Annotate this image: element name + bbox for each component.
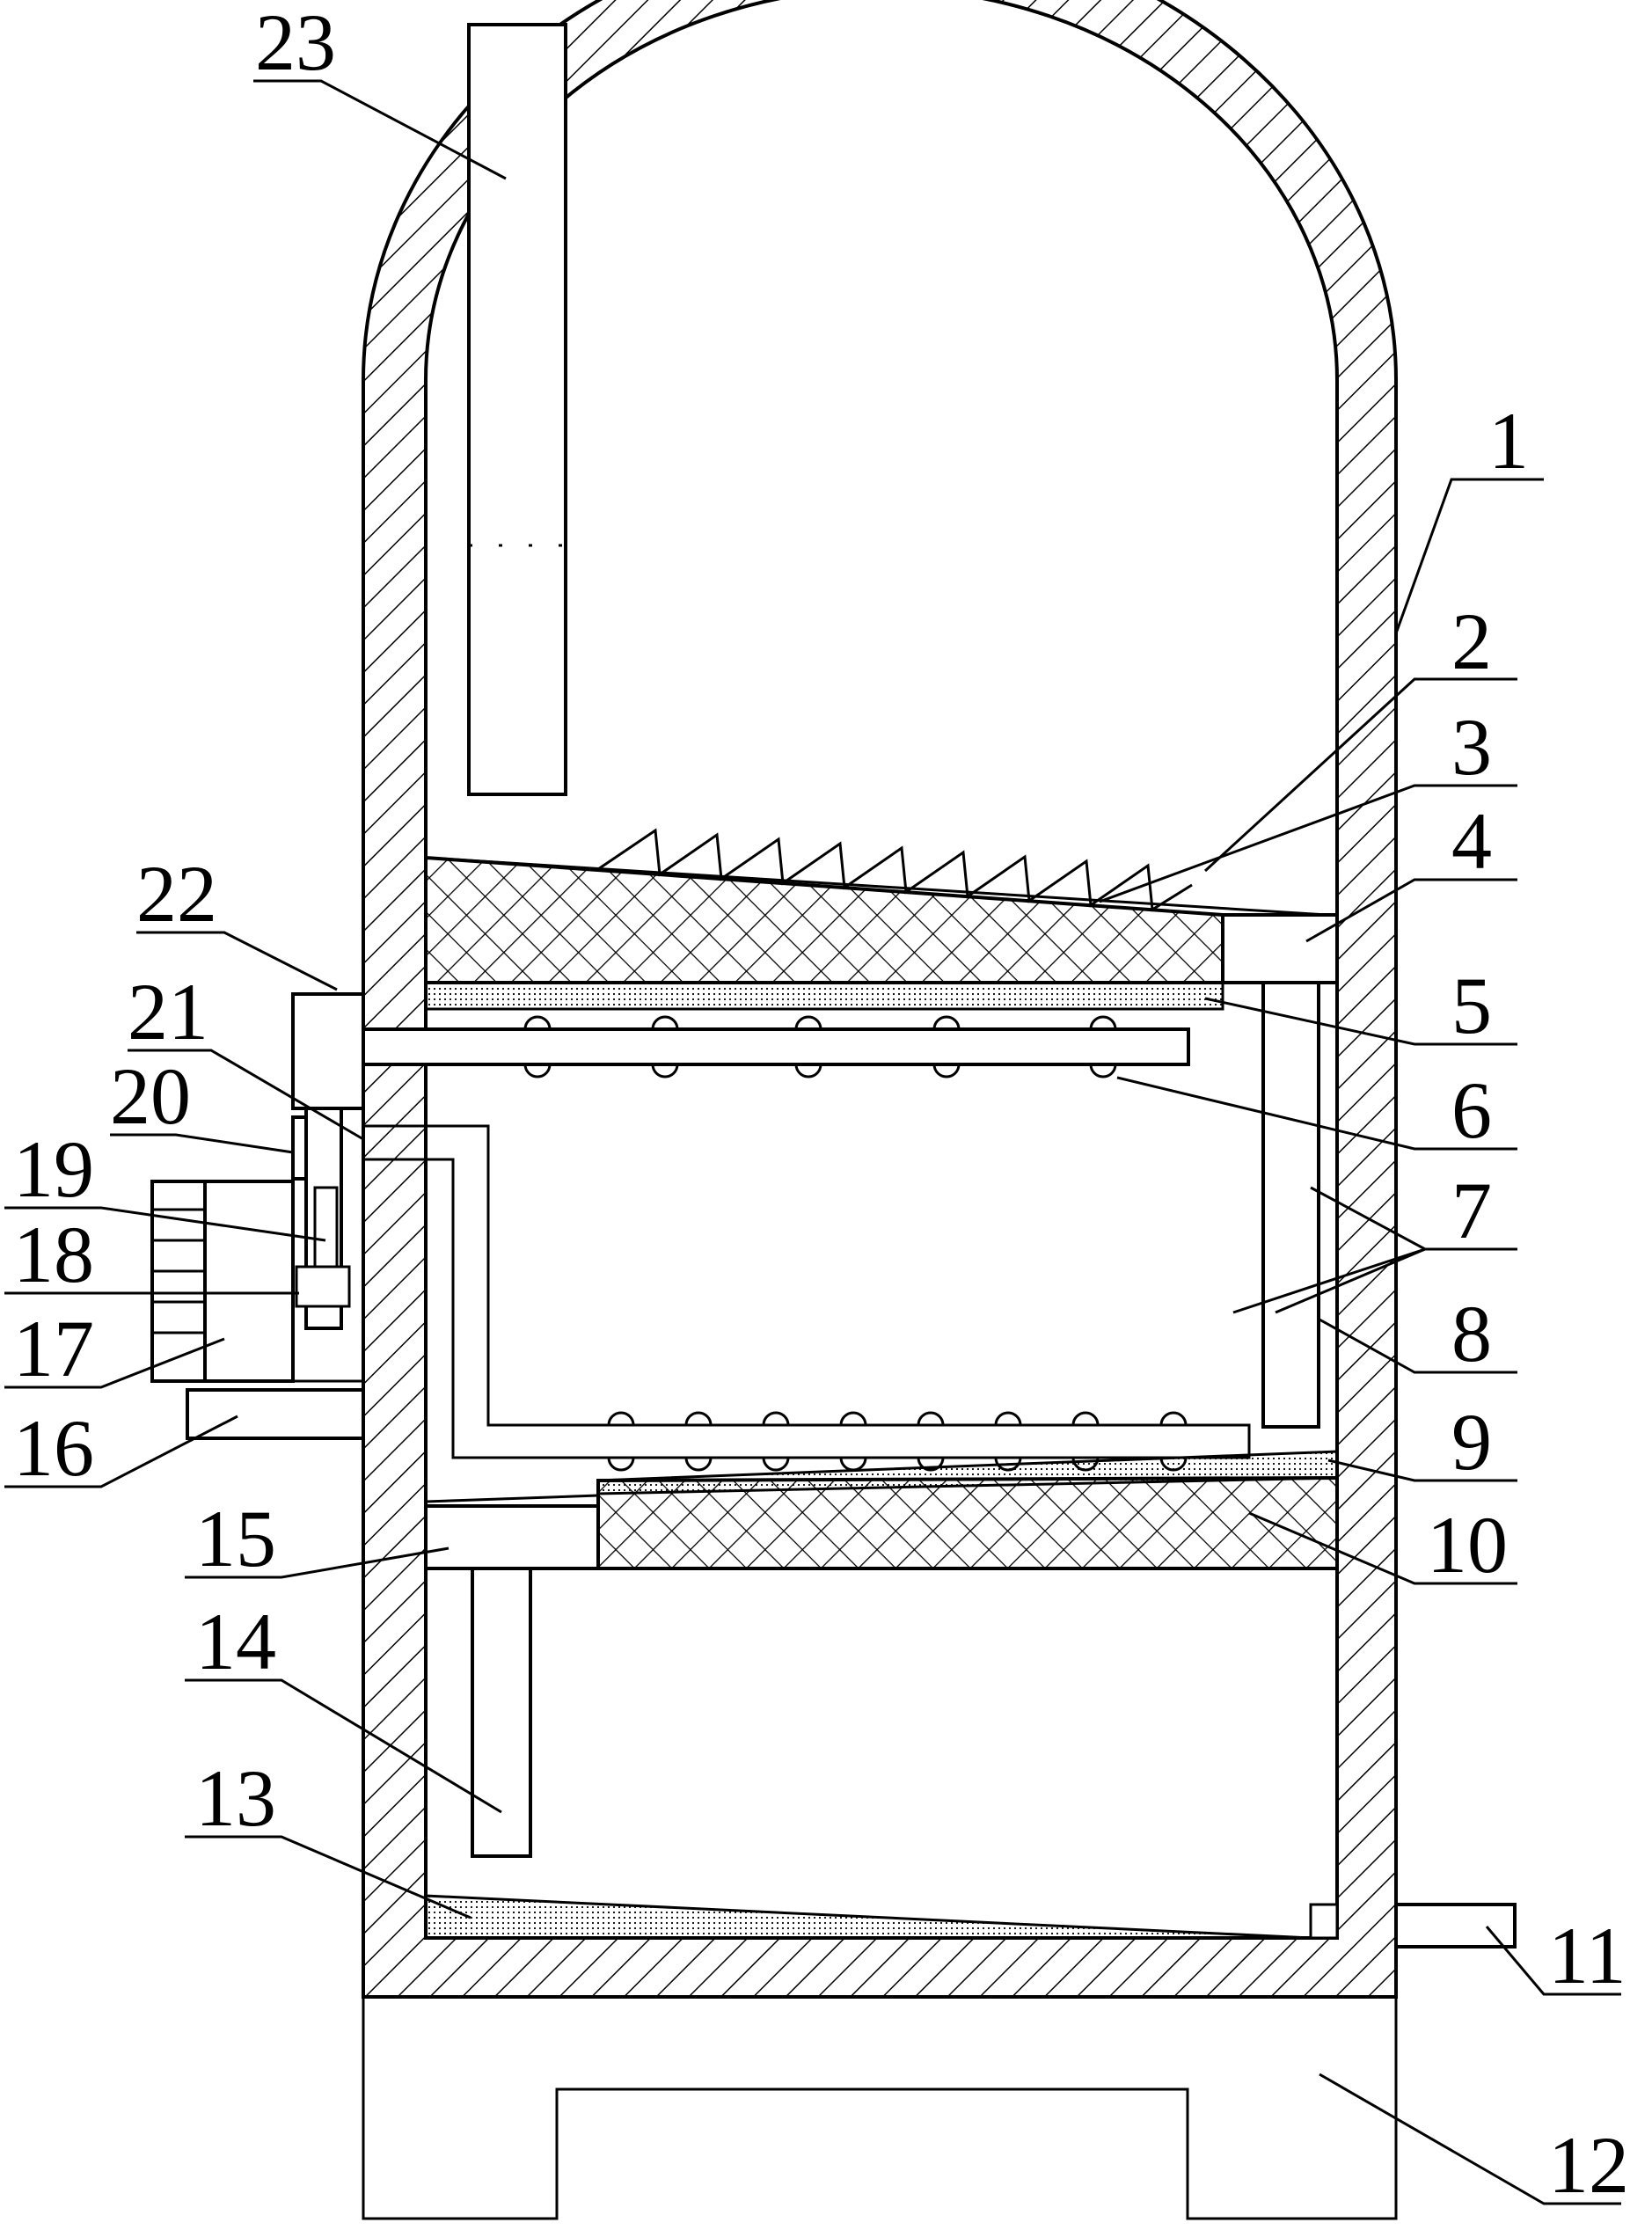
vertical-tube (467, 23, 567, 796)
sawtooth-plate (597, 828, 1193, 912)
lower-nozzles (607, 1411, 1188, 1472)
label-18: 18 (13, 1210, 94, 1299)
outlet-pipe (1394, 1903, 1517, 1949)
upper-filter-layer (424, 855, 1224, 984)
bottom-sediment-layer (424, 1894, 1312, 1940)
label-15: 15 (195, 1494, 276, 1583)
lower-vertical-tube (471, 1567, 532, 1858)
label-5: 5 (1451, 961, 1492, 1050)
label-11: 11 (1548, 1911, 1626, 2000)
base-stand (362, 1995, 1398, 2220)
l-shaped-pipe (363, 1124, 1251, 1459)
side-part-18 (295, 1265, 351, 1308)
label-1: 1 (1488, 396, 1529, 486)
label-14: 14 (195, 1597, 276, 1686)
label-9: 9 (1451, 1397, 1492, 1487)
label-23: 23 (255, 0, 336, 87)
support-block (1221, 913, 1339, 984)
motor-fin-lines (152, 1208, 205, 1334)
label-2: 2 (1451, 596, 1492, 686)
motor-fins (150, 1180, 207, 1383)
label-10: 10 (1427, 1500, 1508, 1590)
upper-spray-pipe (362, 1027, 1190, 1066)
label-7: 7 (1451, 1166, 1492, 1255)
lower-filter-layer (596, 1475, 1339, 1570)
motor-body-17 (203, 1180, 295, 1383)
label-22: 22 (136, 849, 217, 939)
left-plate (424, 1504, 600, 1570)
label-12: 12 (1548, 2120, 1629, 2210)
upper-nozzles (523, 1015, 1117, 1078)
label-19: 19 (13, 1124, 94, 1214)
label-16: 16 (13, 1403, 94, 1493)
label-21: 21 (128, 967, 208, 1057)
label-3: 3 (1451, 702, 1492, 792)
motor-mount-16 (186, 1388, 365, 1440)
label-4: 4 (1451, 796, 1492, 886)
label-6: 6 (1451, 1065, 1492, 1155)
upper-fine-layer (424, 981, 1224, 1011)
leader-lines (4, 79, 1621, 2205)
drain-block (1309, 1903, 1339, 1940)
label-13: 13 (195, 1753, 276, 1843)
right-vertical-column (1261, 981, 1320, 1429)
part-labels: 1 2 3 4 5 6 7 8 9 10 11 12 13 14 15 16 1… (13, 0, 1629, 2210)
label-8: 8 (1451, 1289, 1492, 1378)
label-17: 17 (13, 1304, 94, 1393)
side-box-22 (291, 992, 365, 1110)
label-20: 20 (110, 1051, 191, 1141)
